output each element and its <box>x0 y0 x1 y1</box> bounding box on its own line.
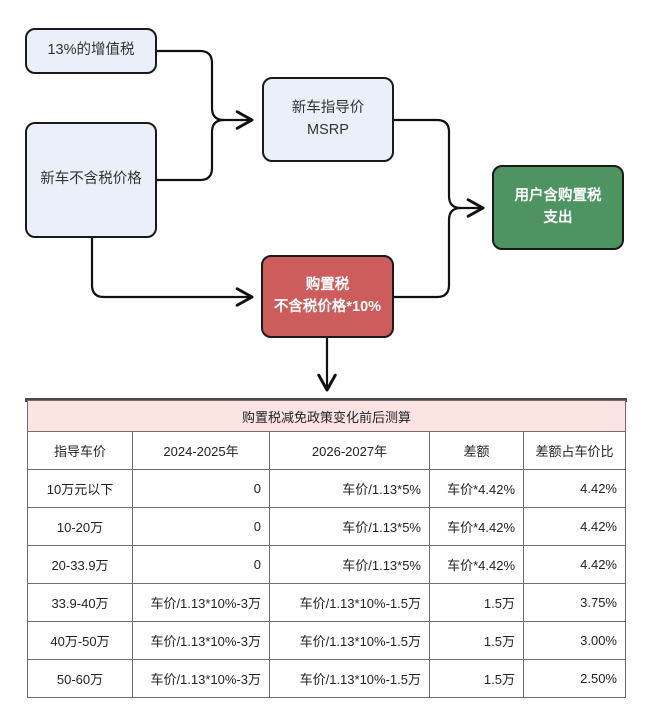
node-msrp-label: 新车指导价 MSRP <box>291 100 365 138</box>
connector-netprice-to-msrp <box>155 118 226 182</box>
node-vat[interactable]: 13%的增值税 <box>25 28 157 74</box>
table-cell: 车价/1.13*10%-3万 <box>132 659 270 698</box>
table-cell: 4.42% <box>523 545 626 584</box>
table-cell: 1.5万 <box>429 659 524 698</box>
table-cell: 车价/1.13*10%-3万 <box>132 621 270 660</box>
connector-msrp-to-usercost <box>392 118 485 218</box>
column-header-price-range: 指导车价 <box>27 431 133 470</box>
node-user-cost-label: 用户含购置税 支出 <box>514 188 602 226</box>
table-cell: 车价*4.42% <box>429 469 524 508</box>
table-cell: 车价/1.13*10%-1.5万 <box>269 621 430 660</box>
table-cell: 车价/1.13*5% <box>269 507 430 546</box>
table-cell: 10-20万 <box>27 507 133 546</box>
node-purchase-tax-label: 购置税 不含税价格*10% <box>273 277 382 315</box>
table-cell: 10万元以下 <box>27 469 133 508</box>
table-cell: 0 <box>132 545 270 584</box>
table-title-head: 购置税减免政策变化前后测算 <box>27 400 626 432</box>
table-cell: 0 <box>132 469 270 508</box>
table-title: 购置税减免政策变化前后测算 <box>27 400 626 432</box>
flowchart-connectors <box>90 49 485 392</box>
table-cell: 1.5万 <box>429 621 524 660</box>
table-cell: 车价/1.13*10%-1.5万 <box>269 583 430 622</box>
table-cell: 0 <box>132 507 270 546</box>
node-net-price[interactable]: 新车不含税价格 <box>25 122 157 238</box>
table-cell: 40万-50万 <box>27 621 133 660</box>
table-cell: 车价/1.13*10%-1.5万 <box>269 659 430 698</box>
table-header-row: 指导车价 2024-2025年 2026-2027年 差额 差额占车价比 <box>27 431 626 470</box>
table-cell: 50-60万 <box>27 659 133 698</box>
table-cell: 2.50% <box>523 659 626 698</box>
flowchart-diagram: 13%的增值税 新车不含税价格 新车指导价 MSRP 购置税 不含税价格*10%… <box>25 28 624 392</box>
column-header-2024-2025: 2024-2025年 <box>132 431 270 470</box>
column-header-difference-ratio: 差额占车价比 <box>523 431 626 470</box>
connector-netprice-to-purchasetax <box>90 236 254 307</box>
table-cell: 1.5万 <box>429 583 524 622</box>
node-user-cost[interactable]: 用户含购置税 支出 <box>492 165 624 250</box>
connector-vat-to-msrp <box>155 49 254 130</box>
table-title-row: 购置税减免政策变化前后测算 <box>27 400 626 432</box>
node-purchase-tax[interactable]: 购置税 不含税价格*10% <box>261 255 394 338</box>
column-header-2026-2027: 2026-2027年 <box>269 431 430 470</box>
connector-purchasetax-to-usercost <box>392 206 463 299</box>
table-cell: 3.75% <box>523 583 626 622</box>
table-column-head: 指导车价 2024-2025年 2026-2027年 差额 差额占车价比 <box>27 431 626 470</box>
table-cell: 4.42% <box>523 507 626 546</box>
table-cell: 车价*4.42% <box>429 507 524 546</box>
purchase-tax-calculation-table: 购置税减免政策变化前后测算 指导车价 2024-2025年 2026-2027年… <box>27 400 626 698</box>
table-cell: 车价/1.13*5% <box>269 469 430 508</box>
node-msrp[interactable]: 新车指导价 MSRP <box>262 77 394 162</box>
table-cell: 4.42% <box>523 469 626 508</box>
table-cell: 车价/1.13*10%-3万 <box>132 583 270 622</box>
table-cell: 3.00% <box>523 621 626 660</box>
table-cell: 33.9-40万 <box>27 583 133 622</box>
node-net-price-label: 新车不含税价格 <box>40 171 142 188</box>
table-cell: 车价/1.13*5% <box>269 545 430 584</box>
table-cell: 20-33.9万 <box>27 545 133 584</box>
node-vat-label: 13%的增值税 <box>47 42 135 59</box>
column-header-difference: 差额 <box>429 431 524 470</box>
table-cell: 车价*4.42% <box>429 545 524 584</box>
